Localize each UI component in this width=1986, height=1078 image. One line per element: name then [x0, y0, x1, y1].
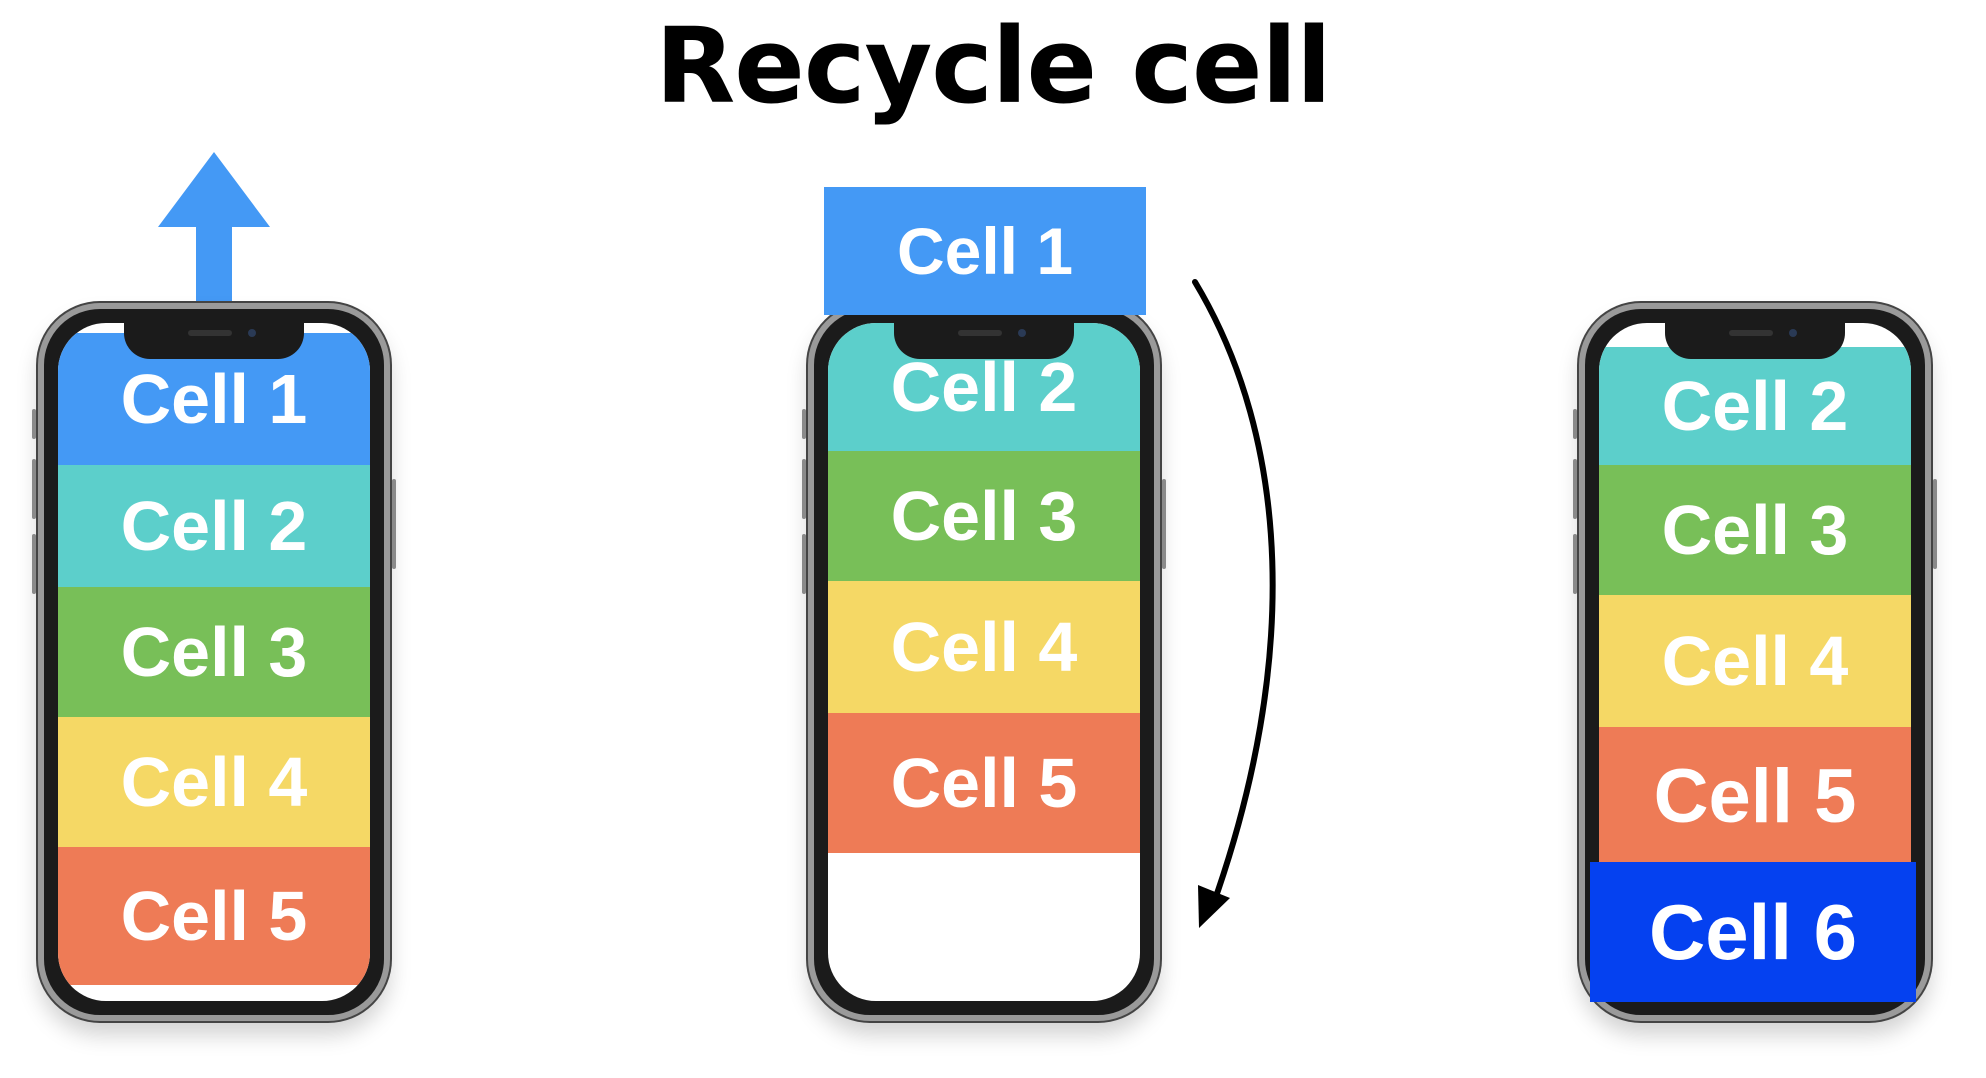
cell-6: Cell 6 [1590, 862, 1916, 1002]
cell-5: Cell 5 [58, 847, 370, 985]
phone-1: Cell 1 Cell 2 Cell 3 Cell 4 Cell 5 [32, 303, 396, 1021]
phone-2: Cell 2 Cell 3 Cell 4 Cell 5 [802, 303, 1166, 1021]
cell-label: Cell 1 [896, 214, 1074, 288]
cell-label: Cell 5 [1653, 753, 1857, 839]
cell-label: Cell 2 [1661, 367, 1849, 445]
cell-3: Cell 3 [828, 451, 1140, 581]
cell-4: Cell 4 [1599, 595, 1911, 727]
phone-notch [124, 323, 304, 359]
cell-3: Cell 3 [1599, 465, 1911, 595]
cell-label: Cell 4 [120, 743, 308, 821]
diagram-title: Recycle cell [655, 5, 1332, 127]
cell-label: Cell 5 [120, 877, 308, 955]
cell-2: Cell 2 [1599, 347, 1911, 465]
cell-5: Cell 5 [828, 713, 1140, 853]
cell-5: Cell 5 [1599, 727, 1911, 865]
cell-4: Cell 4 [58, 717, 370, 847]
cell-label: Cell 6 [1648, 887, 1858, 976]
cell-label: Cell 3 [120, 613, 308, 691]
cell-label: Cell 2 [890, 348, 1078, 426]
cell-label: Cell 3 [890, 477, 1078, 555]
cell-label: Cell 2 [120, 487, 308, 565]
detached-cell-1: Cell 1 [824, 187, 1146, 315]
cell-label: Cell 3 [1661, 491, 1849, 569]
cell-label: Cell 4 [890, 608, 1078, 686]
cell-2: Cell 2 [58, 465, 370, 587]
cell-label: Cell 5 [890, 744, 1078, 822]
phone-notch [1665, 323, 1845, 359]
phone-2-screen: Cell 2 Cell 3 Cell 4 Cell 5 [828, 323, 1140, 1001]
cell-label: Cell 4 [1661, 622, 1849, 700]
phone-1-screen: Cell 1 Cell 2 Cell 3 Cell 4 Cell 5 [58, 323, 370, 1001]
phone-notch [894, 323, 1074, 359]
cell-4: Cell 4 [828, 581, 1140, 713]
cell-3: Cell 3 [58, 587, 370, 717]
cell-label: Cell 1 [120, 360, 308, 438]
